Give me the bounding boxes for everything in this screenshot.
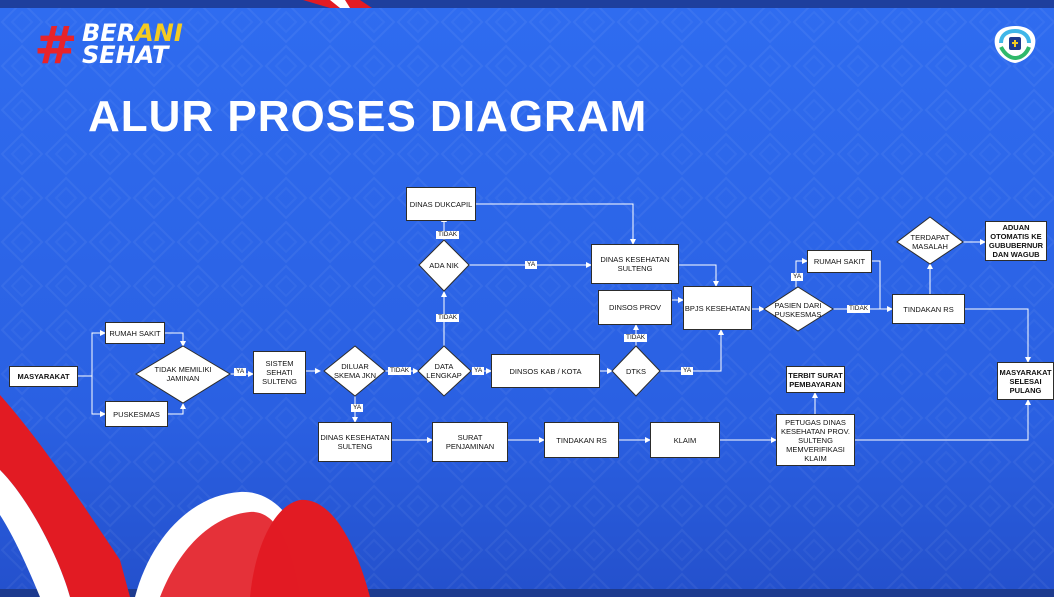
node-rumah-sakit-1: RUMAH SAKIT <box>105 322 165 344</box>
node-masyarakat: MASYARAKAT <box>9 366 78 387</box>
node-sistem-sehati: SISTEM SEHATI SULTENG <box>253 351 306 394</box>
decision-ada-nik <box>418 239 470 292</box>
node-dinas-kesehatan-bottom: DINAS KESEHATAN SULTENG <box>318 422 392 462</box>
node-masyarakat-selesai: MASYARAKAT SELESAI PULANG <box>997 362 1054 400</box>
node-puskesmas: PUSKESMAS <box>105 401 168 427</box>
node-dinas-dukcapil: DINAS DUKCAPIL <box>406 187 476 221</box>
edge-label-tidak: TIDAK <box>847 305 871 313</box>
label-terdapat-masalah: TERDAPAT MASALAH <box>910 233 950 251</box>
node-tindakan-rs-bottom: TINDAKAN RS <box>544 422 619 458</box>
label-diluar-skema: DILUAR SKEMA JKN <box>333 362 377 380</box>
brand-hash: # <box>34 16 78 76</box>
flag-ribbon-red <box>0 395 130 597</box>
label-data-lengkap: DATA LENGKAP <box>426 362 462 380</box>
node-petugas-dinas: PETUGAS DINAS KESEHATAN PROV. SULTENG ME… <box>776 414 855 466</box>
node-terbit-surat: TERBIT SURAT PEMBAYARAN <box>786 366 845 393</box>
node-bpjs: BPJS KESEHATAN <box>683 286 752 330</box>
edge-label-ya: YA <box>234 368 247 376</box>
brand-line-1: BERANI <box>82 19 183 47</box>
label-pasien-dari-puskesmas: PASIEN DARI PUSKESMAS <box>774 301 822 319</box>
edge-label-ya: YA <box>681 367 694 375</box>
node-klaim: KLAIM <box>650 422 720 458</box>
node-dinsos-kab: DINSOS KAB / KOTA <box>491 354 600 388</box>
node-dinas-kesehatan-top: DINAS KESEHATAN SULTENG <box>591 244 679 284</box>
health-shield-logo-icon <box>994 26 1036 63</box>
label-dtks: DTKS <box>625 366 646 376</box>
decision-tidak-memiliki-jaminan <box>135 345 231 404</box>
decision-diluar-skema <box>323 345 386 397</box>
label-tidak-memiliki-jaminan: TIDAK MEMILIKI JAMINAN <box>154 365 212 383</box>
decision-terdapat-masalah <box>896 216 964 265</box>
decision-dtks <box>611 345 661 397</box>
node-surat-penjaminan: SURAT PENJAMINAN <box>432 422 508 462</box>
decision-data-lengkap <box>417 345 472 397</box>
decision-pasien-dari-puskesmas <box>763 286 834 332</box>
flag-ribbon-white <box>0 470 70 597</box>
edge-label-ya: YA <box>472 367 485 375</box>
edge-label-tidak: TIDAK <box>624 334 648 342</box>
node-aduan-otomatis: ADUAN OTOMATIS KE GUBUBERNUR DAN WAGUB <box>985 221 1047 261</box>
node-dinsos-prov: DINSOS PROV <box>598 290 672 325</box>
edge-label-tidak: TIDAK <box>388 367 412 375</box>
edge-label-tidak: TIDAK <box>436 314 460 322</box>
brand-ani: ANI <box>135 19 183 47</box>
node-tindakan-rs-top: TINDAKAN RS <box>892 294 965 324</box>
decision-shapes <box>135 216 964 404</box>
edge-label-ya: YA <box>791 273 804 281</box>
edge-label-ya: YA <box>525 261 538 269</box>
brand-line-2: SEHAT <box>82 41 169 69</box>
node-rumah-sakit-2: RUMAH SAKIT <box>807 250 872 273</box>
brand-ber: BER <box>82 19 136 47</box>
page-title: ALUR PROSES DIAGRAM <box>88 92 648 141</box>
label-ada-nik: ADA NIK <box>429 260 459 270</box>
edge-label-ya: YA <box>351 404 364 412</box>
edge-label-tidak: TIDAK <box>436 231 460 239</box>
